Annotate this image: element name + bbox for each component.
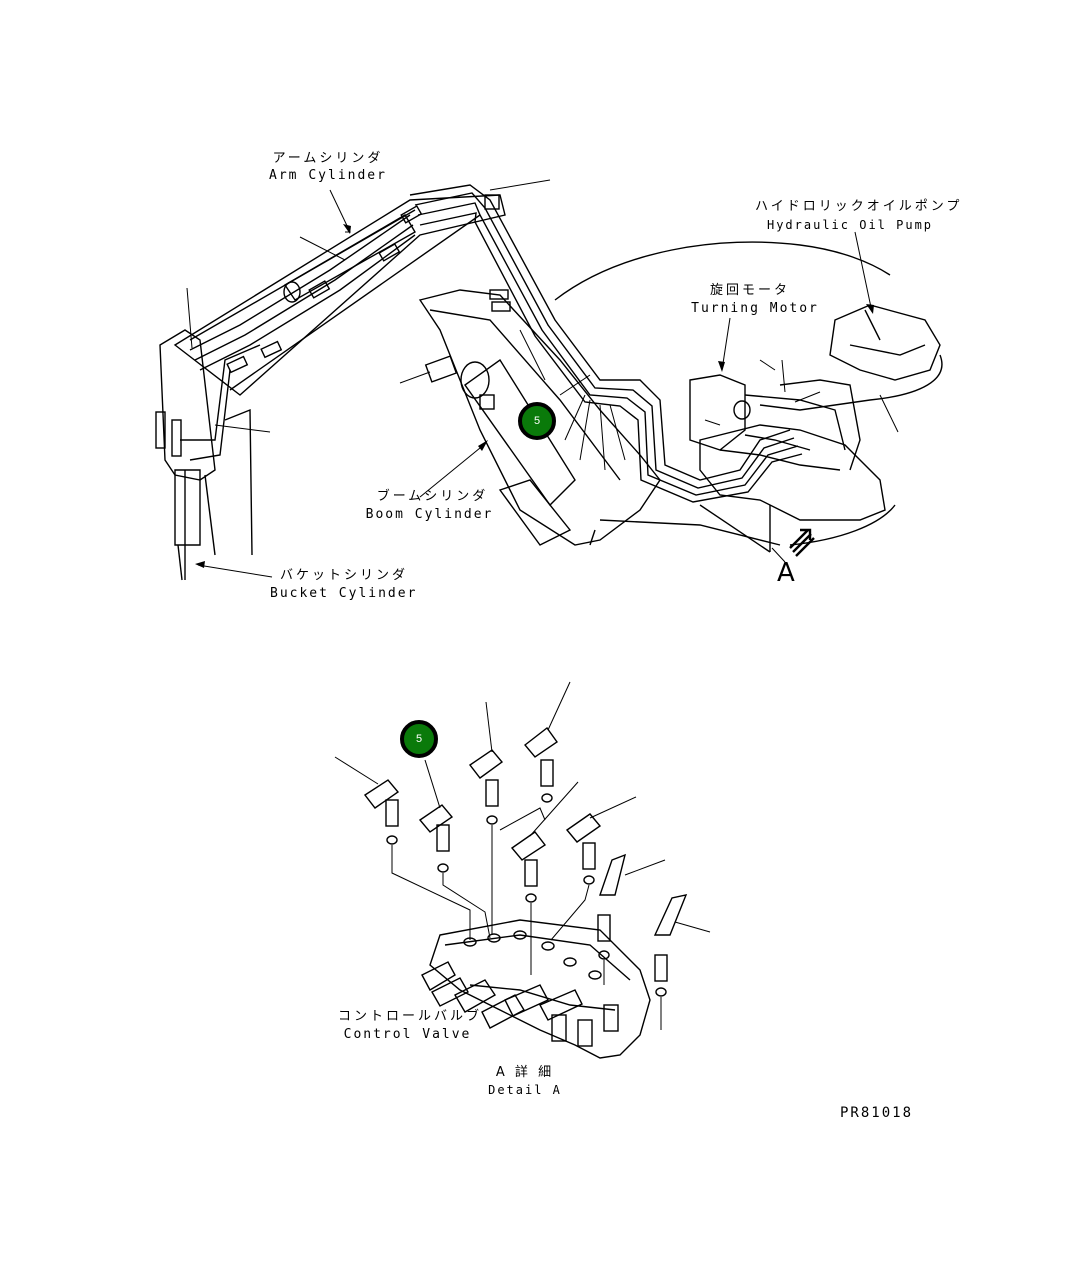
- hydraulic-pump-label-jp: ハイドロリックオイルポンプ: [755, 199, 963, 214]
- arm-assembly: [159, 194, 506, 581]
- detail-label-en: Detail A: [488, 1083, 562, 1097]
- view-marker-a: A: [777, 558, 795, 588]
- leader-lines-lower: [334, 681, 711, 1030]
- control-valve-label-en: Control Valve: [343, 1027, 472, 1042]
- fittings-detail: [363, 727, 688, 997]
- arm-cylinder-label-jp: アームシリンダ: [272, 151, 384, 166]
- callout-5-lower[interactable]: 5: [400, 720, 438, 758]
- arrowheads-upper: [195, 224, 874, 568]
- bucket-cylinder-label-jp: バケットシリンダ: [280, 568, 409, 583]
- arm-cylinder-label-en: Arm Cylinder: [269, 168, 387, 183]
- view-arrow-icon: [789, 528, 815, 557]
- boom-cylinder-label-en: Boom Cylinder: [365, 507, 494, 522]
- turning-motor-label-en: Turning Motor: [691, 301, 819, 316]
- detail-label-jp: A 詳 細: [495, 1065, 555, 1080]
- bucket-cylinder-label-en: Bucket Cylinder: [270, 586, 418, 601]
- boom-cylinder-label-jp: ブームシリンダ: [376, 489, 489, 504]
- piping-bundle: [155, 184, 803, 503]
- revolving-frame: [554, 241, 943, 553]
- control-valve-label-jp: コントロールバルブ: [338, 1009, 483, 1024]
- control-valve-body: [421, 919, 651, 1059]
- turning-motor-label-jp: 旋回モータ: [709, 283, 790, 298]
- leader-lines-upper: [186, 179, 899, 578]
- figure-number: PR81018: [840, 1105, 914, 1121]
- hydraulic-pump-label-en: Hydraulic Oil Pump: [766, 218, 934, 232]
- callout-5-upper[interactable]: 5: [518, 402, 556, 440]
